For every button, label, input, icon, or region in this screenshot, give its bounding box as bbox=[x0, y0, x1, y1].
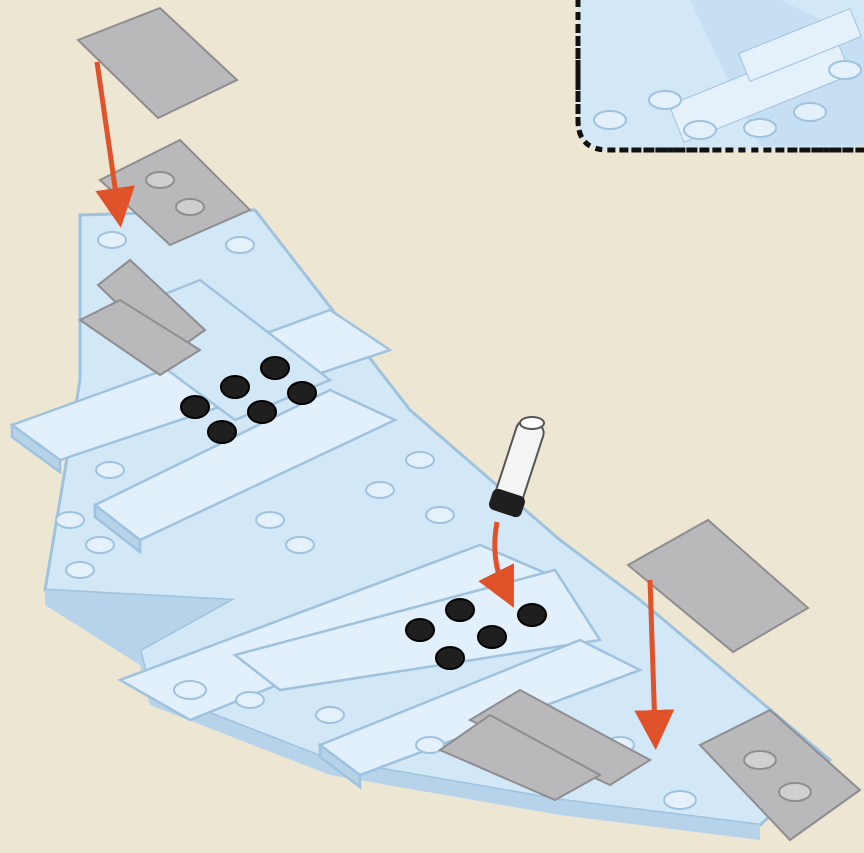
new-white-bar-holder bbox=[487, 417, 546, 519]
callout-box bbox=[578, 0, 864, 150]
